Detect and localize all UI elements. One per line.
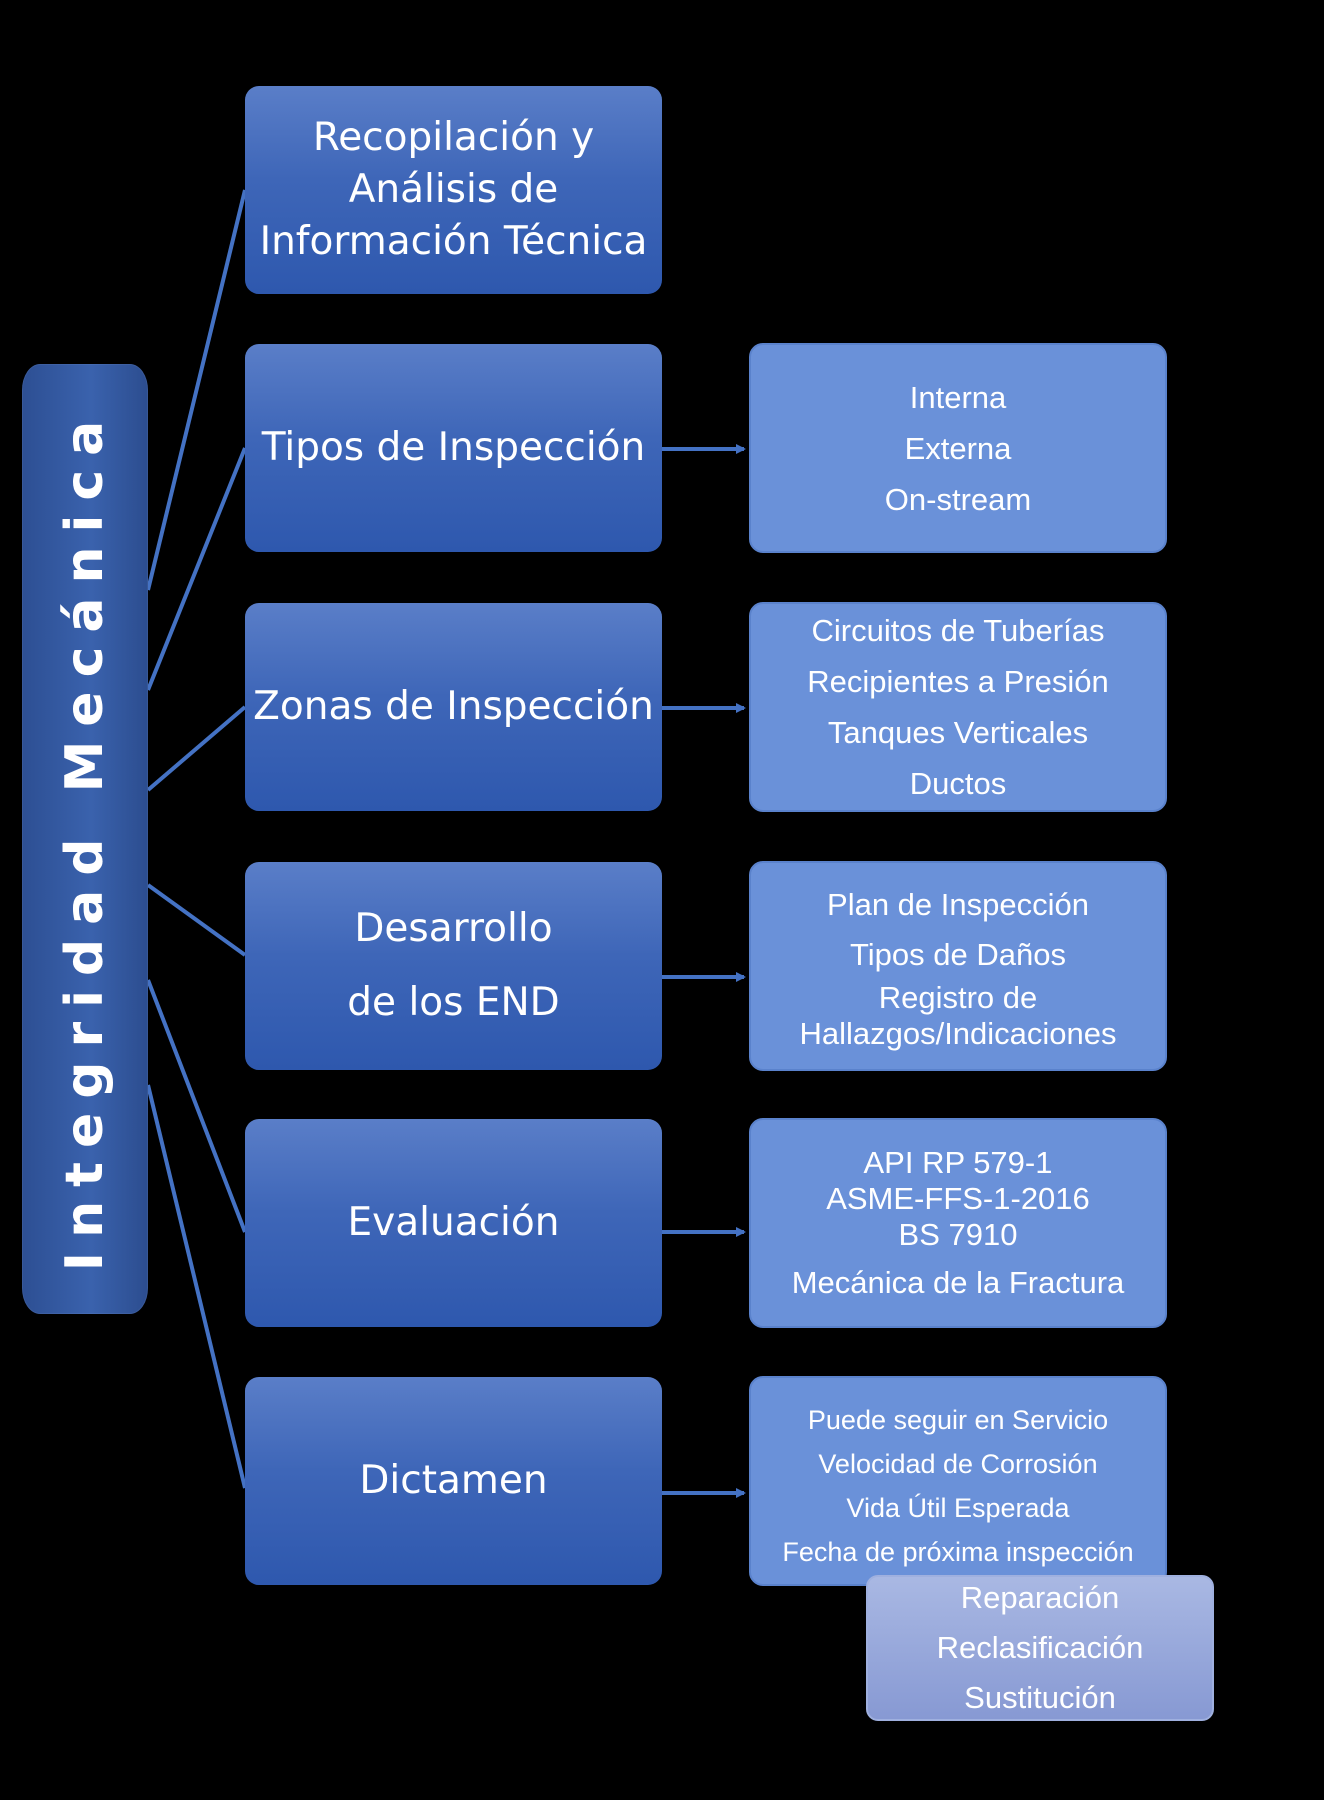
root-to-evaluacion-line xyxy=(146,979,247,1233)
detail-tipos-item-2: Externa xyxy=(904,430,1012,466)
detail-zonas-item-4: Ductos xyxy=(909,766,1007,801)
detail-zonas-item-1: Circuitos de Tuberías xyxy=(811,613,1105,648)
step-dictamen: Dictamen xyxy=(245,1377,662,1585)
detail-zonas-item-3: Tanques Verticales xyxy=(827,715,1089,750)
detail-evaluacion-item-2: ASME-FFS-1-2016 xyxy=(826,1181,1090,1216)
detail-desarrollo-end: Plan de Inspección Tipos de Daños Regist… xyxy=(749,861,1167,1071)
detail-desarrollo-item-3: Registro de xyxy=(878,980,1038,1015)
root-label: Integridad Mecánica xyxy=(55,406,115,1272)
step-evaluacion: Evaluación xyxy=(245,1119,662,1327)
detail-dictamen-item-4: Fecha de próxima inspección xyxy=(782,1537,1134,1567)
step-zonas-inspeccion-label: Zonas de Inspección xyxy=(253,683,654,729)
detail-dictamen-item-1: Puede seguir en Servicio xyxy=(807,1405,1109,1435)
detail-dictamen-item-3: Vida Útil Esperada xyxy=(846,1493,1070,1523)
detail-evaluacion-item-4: Mecánica de la Fractura xyxy=(791,1265,1125,1300)
detail-desarrollo-item-1: Plan de Inspección xyxy=(827,887,1089,922)
detail-dictamen: Puede seguir en Servicio Velocidad de Co… xyxy=(749,1376,1167,1586)
root-node-integridad-mecanica: Integridad Mecánica xyxy=(22,364,148,1314)
step-recopilacion-line-1: Recopilación y xyxy=(312,114,595,160)
root-to-zonas-line xyxy=(146,705,247,792)
detail-tipos-item-1: Interna xyxy=(909,379,1007,415)
step-evaluacion-label: Evaluación xyxy=(347,1199,560,1245)
step-dictamen-label: Dictamen xyxy=(359,1457,548,1503)
step-recopilacion-line-3: Información Técnica xyxy=(259,219,648,265)
detail-zonas-item-2: Recipientes a Presión xyxy=(807,664,1109,699)
detail-zonas-inspeccion: Circuitos de Tuberías Recipientes a Pres… xyxy=(749,602,1167,812)
detail-evaluacion-item-3: BS 7910 xyxy=(898,1217,1018,1252)
detail-desarrollo-item-4: Hallazgos/Indicaciones xyxy=(799,1016,1117,1051)
detail-evaluacion: API RP 579-1 ASME-FFS-1-2016 BS 7910 Mec… xyxy=(749,1118,1167,1328)
root-to-recopilacion-line xyxy=(146,189,247,591)
step-tipos-inspeccion: Tipos de Inspección xyxy=(245,344,662,552)
dictamen-action-3: Sustitución xyxy=(964,1680,1116,1715)
detail-dictamen-item-2: Velocidad de Corrosión xyxy=(818,1449,1098,1479)
detail-tipos-inspeccion: Interna Externa On-stream xyxy=(749,343,1167,553)
step-zonas-inspeccion: Zonas de Inspección xyxy=(245,603,662,811)
step-desarrollo-line-1: Desarrollo xyxy=(354,905,553,951)
step-desarrollo-end: Desarrollo de los END xyxy=(245,862,662,1070)
root-to-tipos-line xyxy=(146,447,247,691)
step-desarrollo-line-2: de los END xyxy=(347,980,560,1025)
detail-dictamen-actions: Reparación Reclasificación Sustitución xyxy=(866,1575,1214,1721)
dictamen-action-1: Reparación xyxy=(960,1580,1120,1615)
step-recopilacion: Recopilación y Análisis de Información T… xyxy=(245,86,662,294)
detail-desarrollo-item-2: Tipos de Daños xyxy=(850,937,1066,972)
step-tipos-inspeccion-label: Tipos de Inspección xyxy=(261,424,646,470)
root-to-dictamen-line xyxy=(146,1084,247,1489)
detail-evaluacion-item-1: API RP 579-1 xyxy=(863,1145,1053,1180)
root-to-desarrollo-line xyxy=(146,883,247,957)
dictamen-action-2: Reclasificación xyxy=(936,1630,1144,1665)
detail-tipos-item-3: On-stream xyxy=(884,481,1032,517)
step-recopilacion-line-2: Análisis de xyxy=(348,166,559,212)
